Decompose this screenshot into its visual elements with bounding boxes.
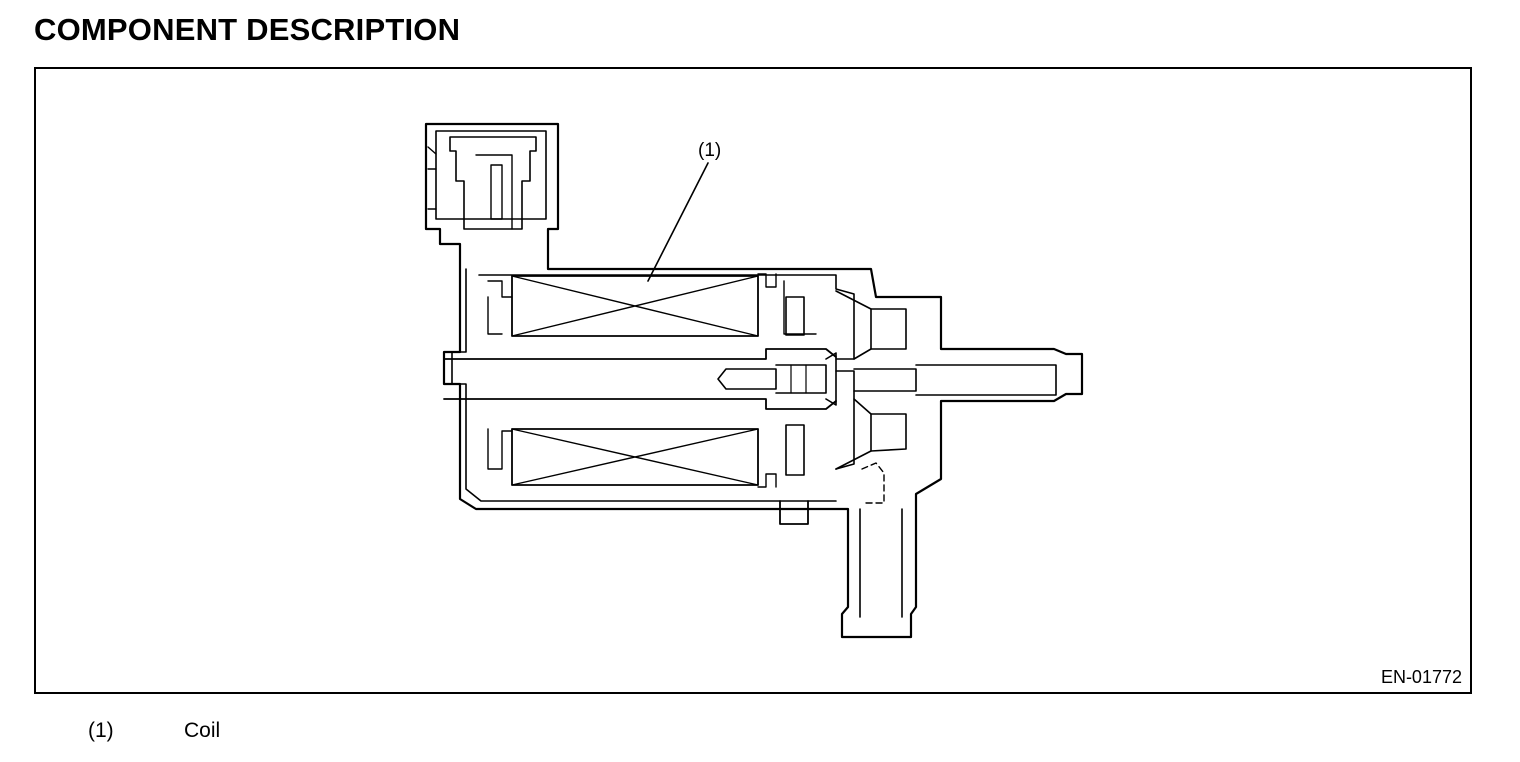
legend-item: (1) Coil [88, 718, 688, 744]
connector-housing [424, 122, 1084, 639]
legend: (1) Coil [88, 718, 688, 744]
coil-lower [487, 424, 805, 488]
callout-label-1: (1) [698, 140, 721, 161]
legend-name: Coil [184, 719, 221, 742]
coil-upper [487, 273, 817, 337]
purge-valve-diagram: (1) [424, 122, 1084, 639]
section-title: COMPONENT DESCRIPTION [34, 12, 461, 47]
inlet-nozzle-bottom [859, 462, 903, 618]
valve-seat [835, 290, 907, 470]
figure-frame: (1) EN-01772 [34, 67, 1472, 694]
mounting-stud [779, 500, 809, 525]
outlet-nozzle-right [853, 364, 1057, 396]
callout-leader-line [647, 162, 709, 282]
legend-number: (1) [88, 719, 114, 742]
plunger-core [443, 348, 837, 410]
figure-id: EN-01772 [1380, 667, 1462, 687]
